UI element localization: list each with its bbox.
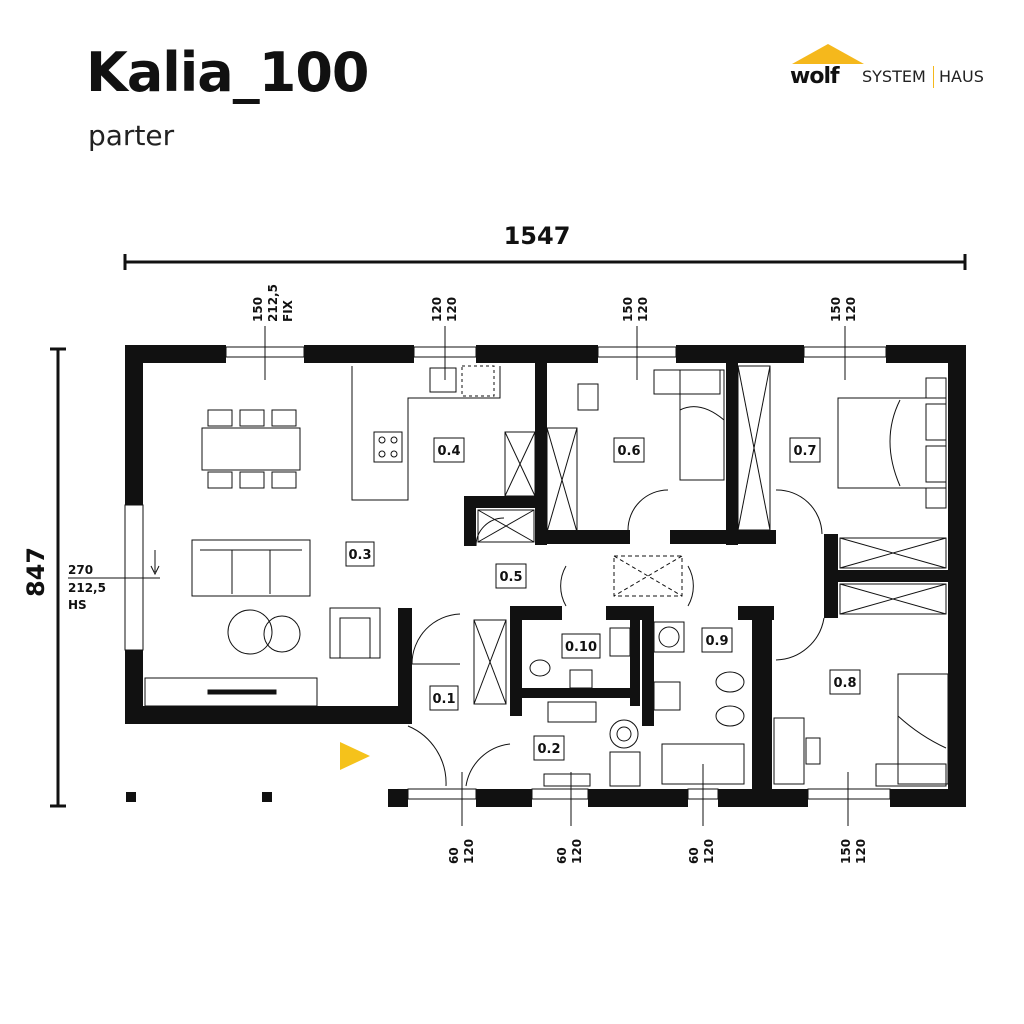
svg-text:0.5: 0.5: [499, 570, 522, 585]
svg-text:0.2: 0.2: [537, 742, 560, 757]
logo-separator: [933, 66, 934, 88]
room-label-0-7: 0.7: [789, 437, 821, 463]
room-label-0-6: 0.6: [613, 437, 645, 463]
svg-text:0.7: 0.7: [793, 444, 816, 459]
plan-title: Kalia_100: [86, 41, 369, 104]
roof-icon: [792, 44, 864, 64]
entrance-arrow-icon: [340, 742, 370, 770]
wardrobes: [461, 365, 947, 705]
svg-text:0.1: 0.1: [432, 692, 455, 707]
window-labels-top: 150 212,5 FIX 120 120 150 120 150 120: [251, 284, 858, 380]
svg-text:120: 120: [844, 297, 858, 322]
svg-text:0.6: 0.6: [617, 444, 640, 459]
svg-text:0.9: 0.9: [705, 634, 728, 649]
svg-text:150: 150: [251, 297, 265, 322]
svg-text:HS: HS: [68, 598, 87, 612]
svg-text:60: 60: [687, 847, 701, 864]
window-label-top-3: 150 120: [621, 297, 650, 380]
walls: [125, 345, 966, 807]
svg-text:150: 150: [839, 839, 853, 864]
floor-subtitle: parter: [88, 119, 175, 152]
svg-text:120: 120: [430, 297, 444, 322]
terrace-post: [262, 792, 272, 802]
logo-brand-word: wolf: [790, 64, 840, 89]
room-labels: 0.1 0.2 0.3 0.4 0.5 0.6 0.7 0.8 0.9 0.10: [345, 437, 861, 761]
svg-text:212,5: 212,5: [68, 581, 106, 595]
svg-text:270: 270: [68, 563, 93, 577]
svg-text:60: 60: [555, 847, 569, 864]
svg-text:0.10: 0.10: [565, 640, 597, 655]
room-label-0-3: 0.3: [345, 541, 375, 567]
height-label: 847: [22, 547, 50, 597]
svg-text:120: 120: [445, 297, 459, 322]
brand-logo: wolf SYSTEM HAUS: [790, 44, 1000, 94]
svg-text:150: 150: [621, 297, 635, 322]
svg-text:120: 120: [570, 839, 584, 864]
svg-text:60: 60: [447, 847, 461, 864]
window-labels-bottom: 60 120 60 120 60 120 150 120: [447, 764, 868, 864]
svg-text:0.4: 0.4: [437, 444, 460, 459]
svg-text:120: 120: [636, 297, 650, 322]
svg-text:212,5: 212,5: [266, 284, 280, 322]
window-label-top-2: 120 120: [430, 297, 459, 380]
window-label-top-4: 150 120: [829, 297, 858, 380]
window-label-bottom-4: 150 120: [839, 772, 868, 864]
window-label-bottom-1: 60 120: [447, 772, 476, 864]
svg-text:150: 150: [829, 297, 843, 322]
room-label-0-10: 0.10: [561, 633, 601, 659]
svg-text:120: 120: [702, 839, 716, 864]
svg-text:0.3: 0.3: [348, 548, 371, 563]
room-label-0-2: 0.2: [533, 735, 565, 761]
room-label-0-9: 0.9: [701, 627, 733, 653]
svg-text:FIX: FIX: [281, 299, 295, 322]
window-label-top-1: 150 212,5 FIX: [251, 284, 295, 380]
room-label-0-4: 0.4: [433, 437, 465, 463]
window-label-bottom-3: 60 120: [687, 764, 716, 864]
height-dimension: 847: [22, 347, 66, 808]
logo-haus-word: HAUS: [939, 67, 984, 86]
door-swings: [407, 489, 825, 787]
living-window-arrow: [68, 550, 160, 579]
room-label-0-1: 0.1: [429, 685, 459, 711]
svg-text:120: 120: [854, 839, 868, 864]
svg-text:0.8: 0.8: [833, 676, 856, 691]
width-label: 1547: [504, 222, 571, 250]
window-label-bottom-2: 60 120: [555, 772, 584, 864]
room-label-0-5: 0.5: [495, 563, 527, 589]
room-label-0-8: 0.8: [829, 669, 861, 695]
svg-text:120: 120: [462, 839, 476, 864]
terrace-post: [126, 792, 136, 802]
window-label-left: 270 212,5 HS: [68, 563, 106, 612]
width-dimension: 1547: [123, 222, 967, 270]
logo-system-word: SYSTEM: [862, 67, 926, 86]
